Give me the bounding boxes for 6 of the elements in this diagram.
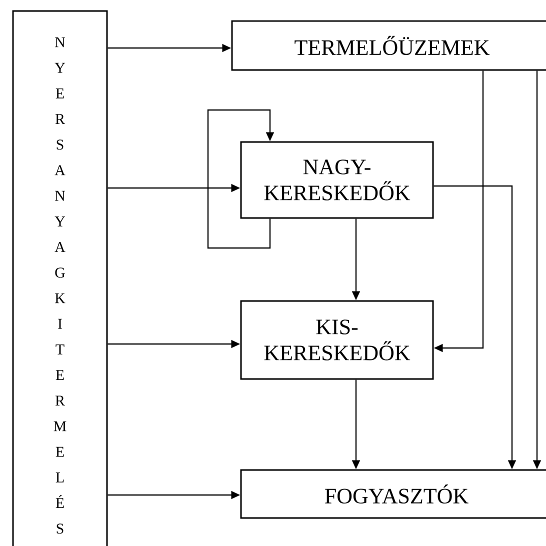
process-box: TERMELŐÜZEMEK — [231, 20, 546, 71]
process-box: NAGY- KERESKEDŐK — [240, 141, 434, 219]
column-box: NYERSANYAGKITERMELÉS — [12, 10, 108, 546]
arrow — [207, 109, 274, 249]
process-box: KIS- KERESKEDŐK — [240, 300, 434, 380]
process-box: FOGYASZTÓK — [240, 469, 546, 519]
